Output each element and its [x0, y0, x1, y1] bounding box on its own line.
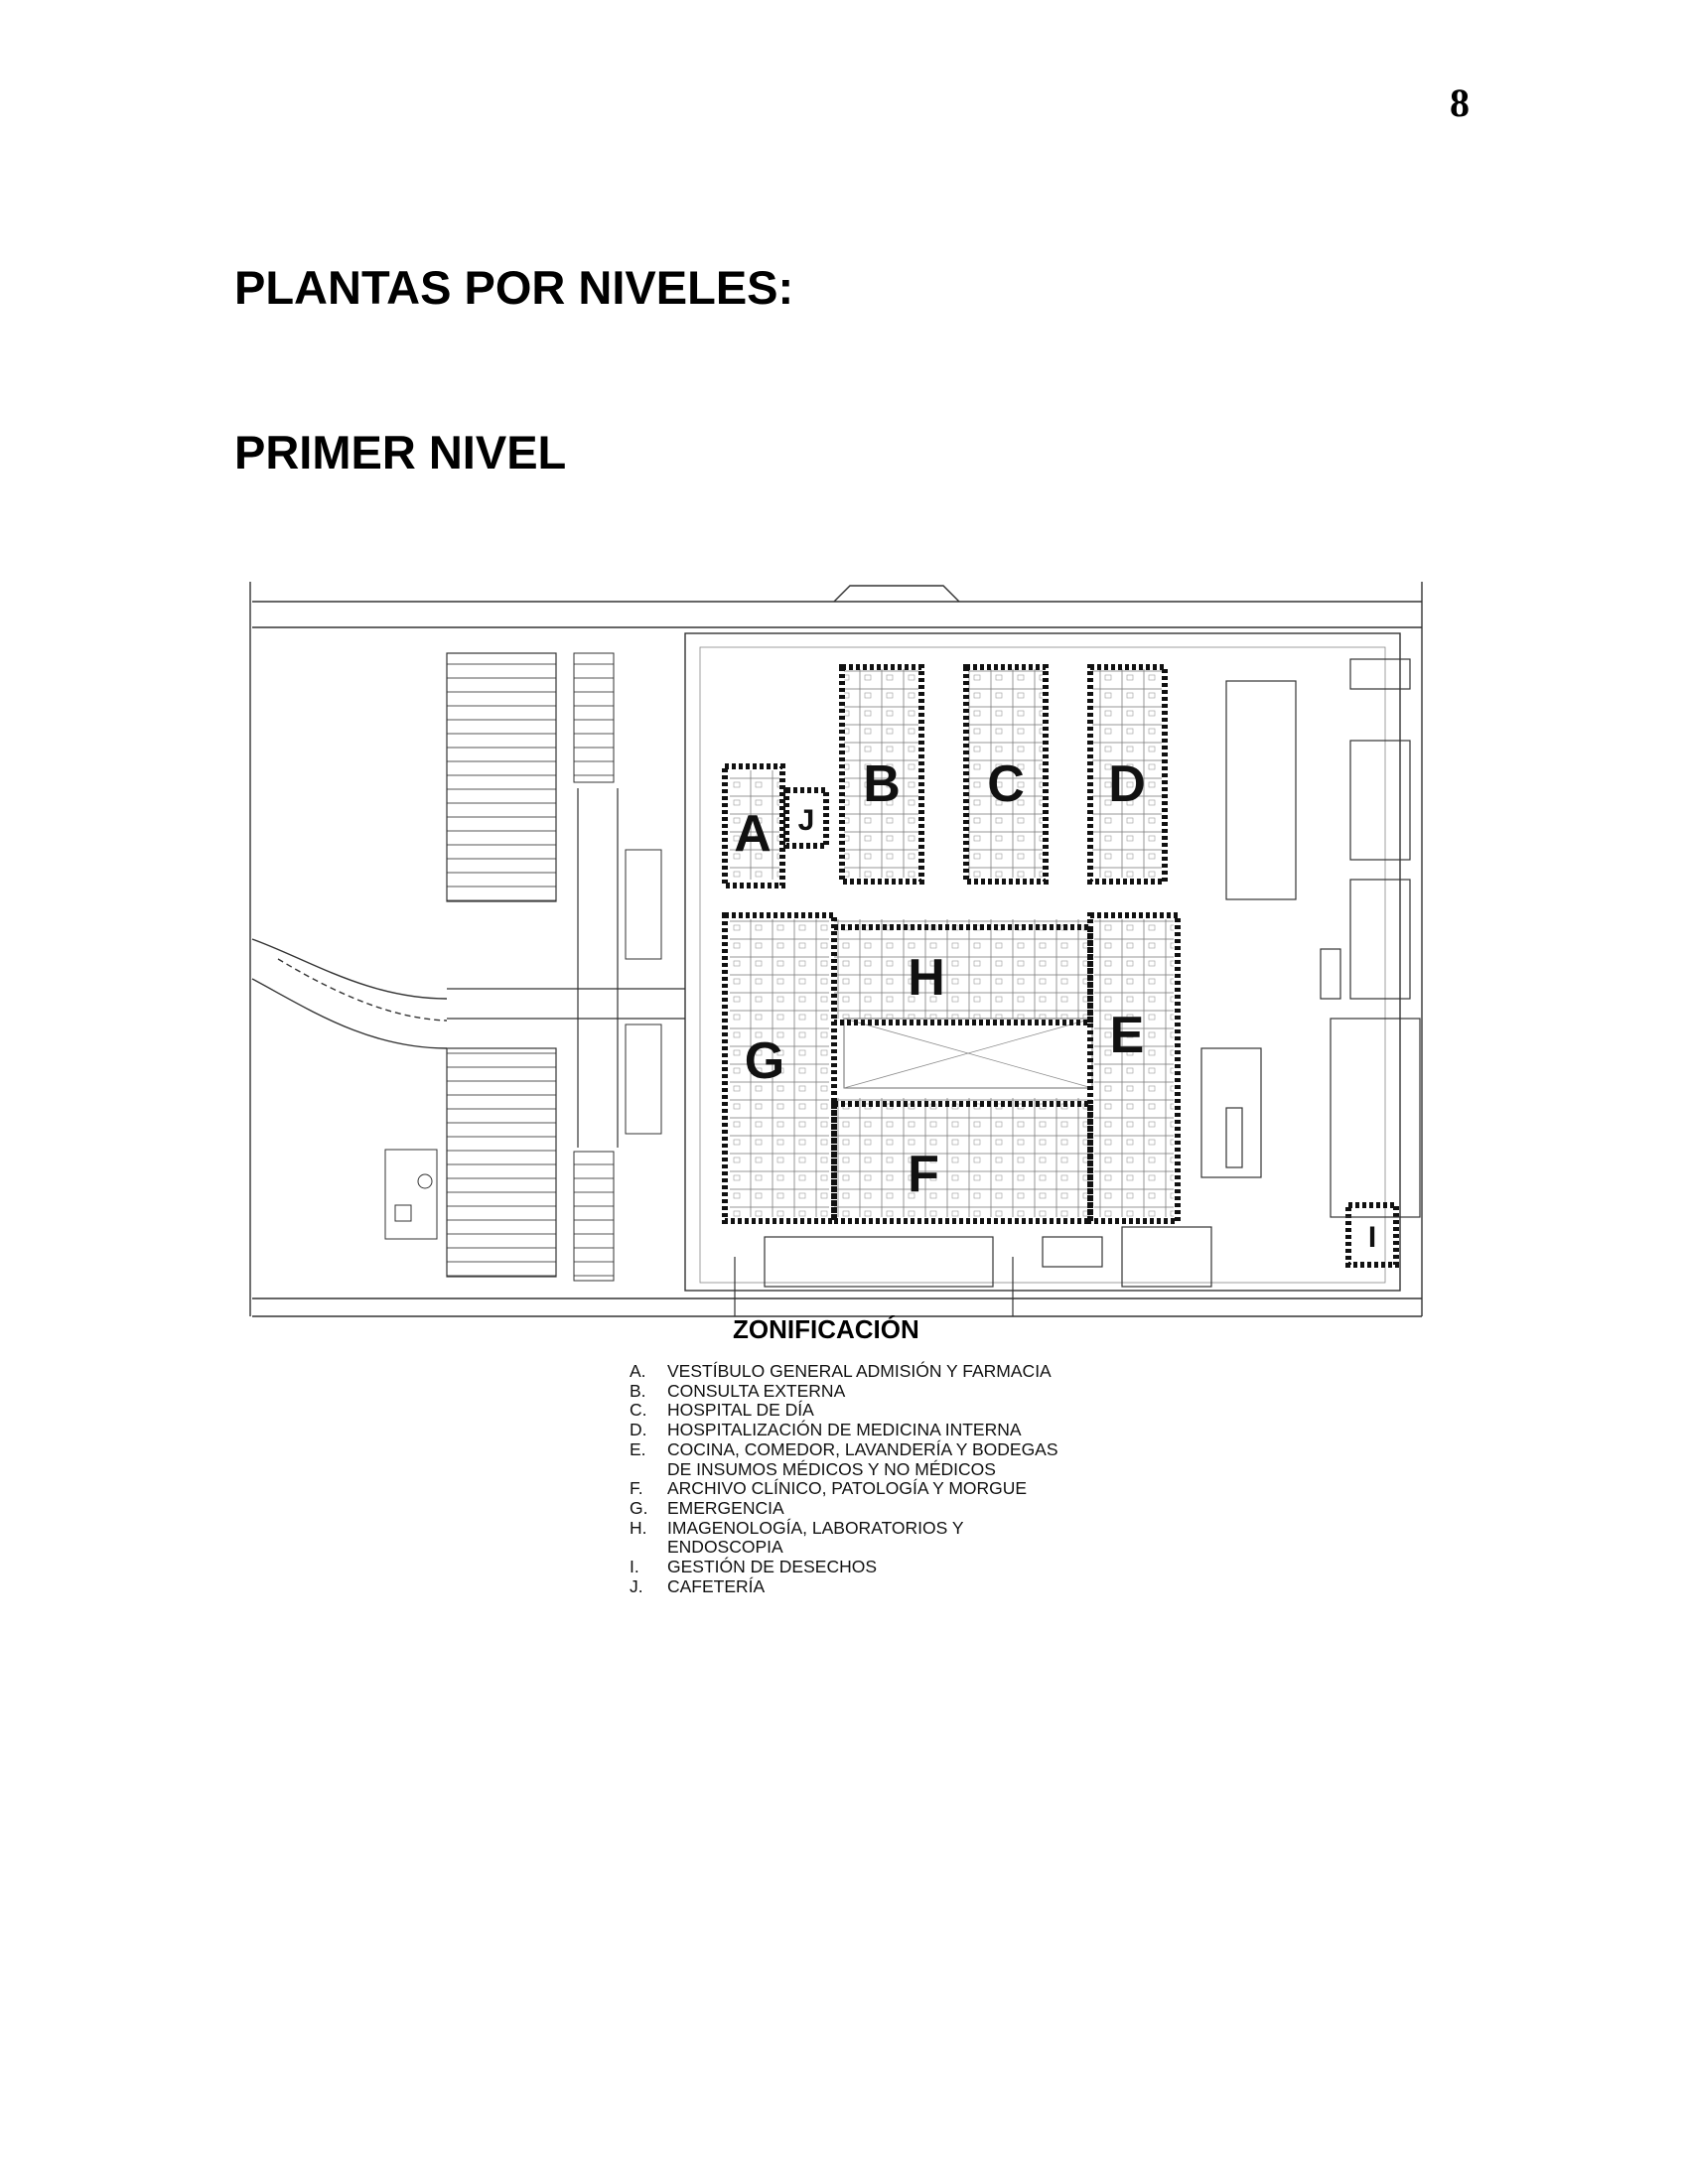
zone-label-a: A [734, 805, 772, 863]
zone-outlines [722, 664, 1399, 1268]
zone-label-h: H [908, 949, 945, 1007]
legend-key: B. [630, 1380, 646, 1401]
building-rooms [730, 669, 1174, 1217]
zone-label-b: B [863, 755, 901, 813]
legend-text: IMAGENOLOGÍA, LABORATORIOS Y ENDOSCOPIA [667, 1517, 964, 1558]
zone-label-g: G [745, 1032, 784, 1090]
legend-text: HOSPITAL DE DÍA [667, 1400, 814, 1421]
zone-label-i: I [1368, 1221, 1376, 1254]
legend-item: F. ARCHIVO CLÍNICO, PATOLOGÍA Y MORGUE [630, 1479, 1146, 1499]
zone-label-j: J [798, 804, 815, 837]
legend-key: A. [630, 1361, 646, 1381]
legend-key: I. [630, 1557, 639, 1577]
legend-key: C. [630, 1400, 647, 1421]
legend-key: H. [630, 1517, 647, 1538]
legend-item: H. IMAGENOLOGÍA, LABORATORIOS Y ENDOSCOP… [630, 1517, 1146, 1558]
legend-text: HOSPITALIZACIÓN DE MEDICINA INTERNA [667, 1420, 1022, 1440]
legend-item: G. EMERGENCIA [630, 1497, 1146, 1519]
parking-lots [384, 652, 685, 1282]
legend-text: ARCHIVO CLÍNICO, PATOLOGÍA Y MORGUE [667, 1478, 1028, 1499]
legend-key: F. [630, 1478, 643, 1499]
level-heading: PRIMER NIVEL [234, 426, 567, 478]
legend-text: COCINA, COMEDOR, LAVANDERÍA Y BODEGAS DE… [667, 1438, 1058, 1479]
service-yard [1200, 658, 1421, 1218]
legend-key: J. [630, 1575, 643, 1596]
legend-item: E. COCINA, COMEDOR, LAVANDERÍA Y BODEGAS… [630, 1438, 1146, 1479]
legend-text: CONSULTA EXTERNA [667, 1380, 846, 1401]
zone-label-c: C [987, 755, 1025, 813]
legend-text: EMERGENCIA [667, 1497, 784, 1518]
site-floor-plan: A B C D E F G H I J [248, 582, 1440, 1614]
legend-key: D. [630, 1420, 647, 1440]
legend-key: E. [630, 1438, 646, 1459]
legend-text: GESTIÓN DE DESECHOS [667, 1557, 878, 1577]
zoning-legend: A. VESTÍBULO GENERAL ADMISIÓN Y FARMACIA… [630, 1361, 1146, 1597]
legend-item: D. HOSPITALIZACIÓN DE MEDICINA INTERNA [630, 1420, 1146, 1440]
legend-key: G. [630, 1497, 648, 1518]
site-boundary [684, 632, 1401, 1292]
zone-label-f: F [908, 1146, 939, 1203]
legend-item: B. CONSULTA EXTERNA [630, 1380, 1146, 1402]
site-roads [249, 582, 1423, 1317]
legend-title: ZONIFICACIÓN [733, 1314, 919, 1344]
legend-text: CAFETERÍA [667, 1575, 766, 1596]
zone-label-d: D [1108, 755, 1146, 813]
legend-item: J. CAFETERÍA [630, 1575, 1146, 1597]
section-heading: PLANTAS POR NIVELES: [234, 261, 794, 314]
drop-off [734, 1226, 1212, 1316]
legend-item: I. GESTIÓN DE DESECHOS [630, 1557, 1146, 1577]
zone-label-e: E [1110, 1007, 1145, 1064]
page-number: 8 [1450, 80, 1470, 125]
legend-item: A. VESTÍBULO GENERAL ADMISIÓN Y FARMACIA [630, 1361, 1146, 1382]
legend-item: C. HOSPITAL DE DÍA [630, 1401, 1146, 1421]
legend-text: VESTÍBULO GENERAL ADMISIÓN Y FARMACIA [667, 1361, 1052, 1381]
